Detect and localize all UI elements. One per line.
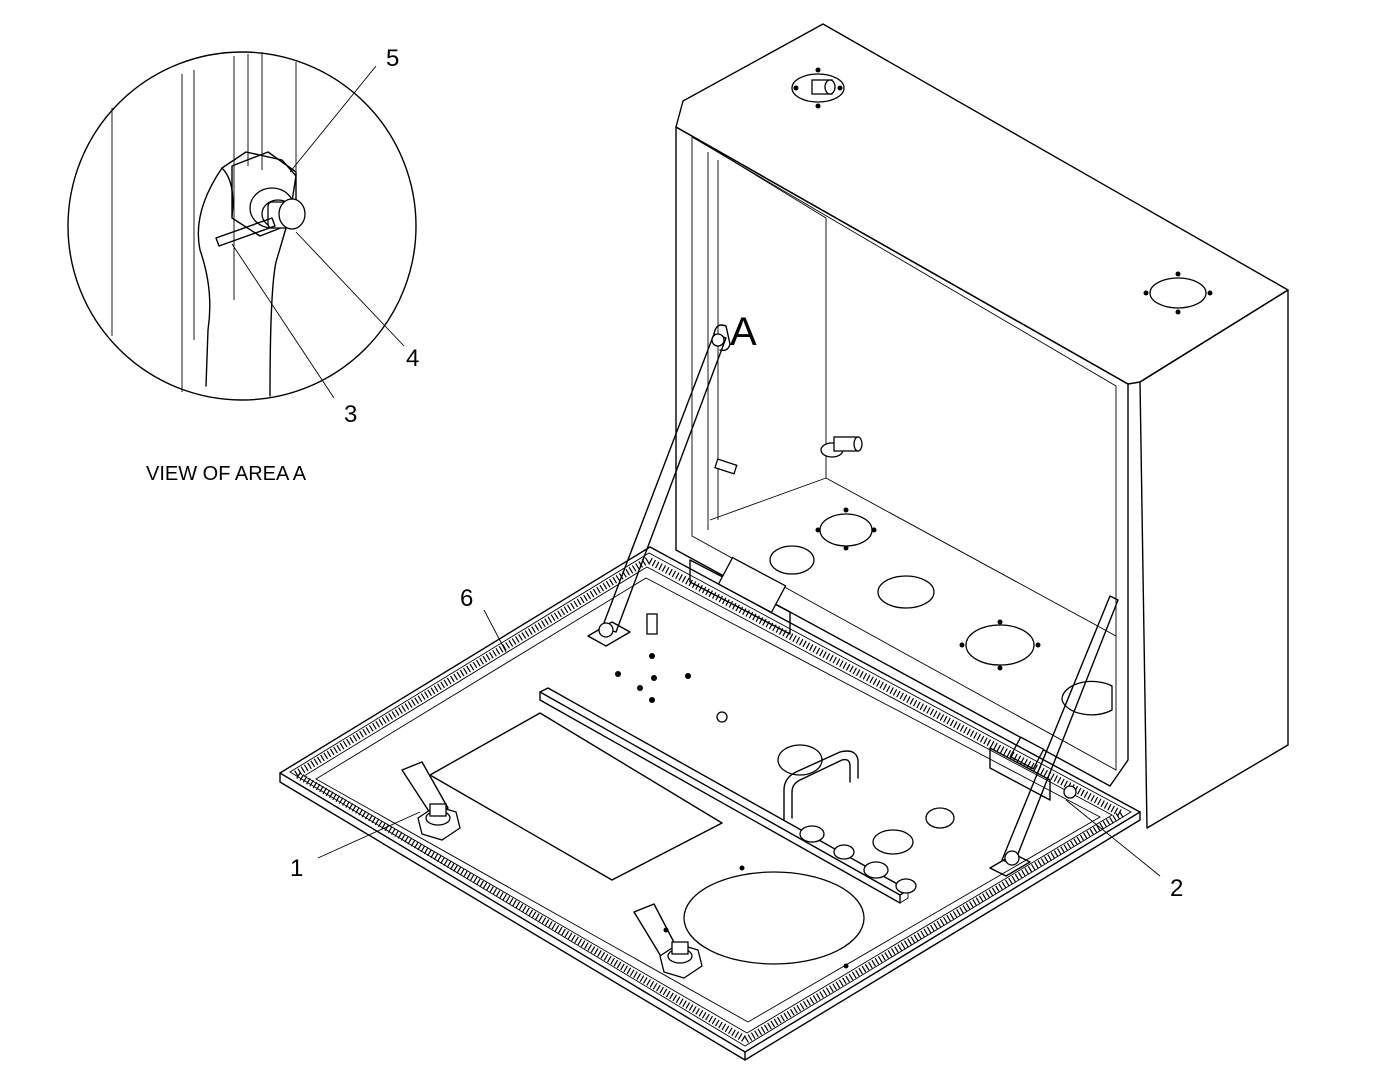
callout-1: 1 — [290, 855, 303, 882]
top-conduit-hole-rear — [1143, 271, 1213, 315]
detail-caption: VIEW OF AREA A — [146, 463, 307, 485]
floor-conduit-holes — [769, 507, 1113, 716]
door-handle — [783, 750, 859, 821]
callout-leaders — [231, 65, 1161, 877]
area-a-marker: A — [730, 310, 757, 354]
cabinet-body — [675, 23, 1289, 829]
callout-6: 6 — [460, 585, 473, 612]
callout-3: 3 — [344, 401, 357, 428]
callout-5: 5 — [386, 45, 399, 72]
door-hinges — [689, 556, 1051, 801]
door-latch-2 — [633, 903, 703, 979]
callout-4: 4 — [406, 345, 419, 372]
door-support-strut-right — [989, 595, 1119, 877]
top-conduit-hole-front — [791, 67, 845, 109]
door-holes — [615, 613, 955, 969]
callout-2: 2 — [1170, 875, 1183, 902]
door-panel — [279, 546, 1141, 1061]
door-window-cutout — [429, 712, 723, 881]
door-gasket — [289, 555, 1130, 1045]
interior-studs — [714, 436, 863, 475]
door-latch-1 — [401, 761, 461, 841]
door-support-strut-left — [587, 324, 731, 647]
detail-view-area-a — [67, 51, 417, 401]
